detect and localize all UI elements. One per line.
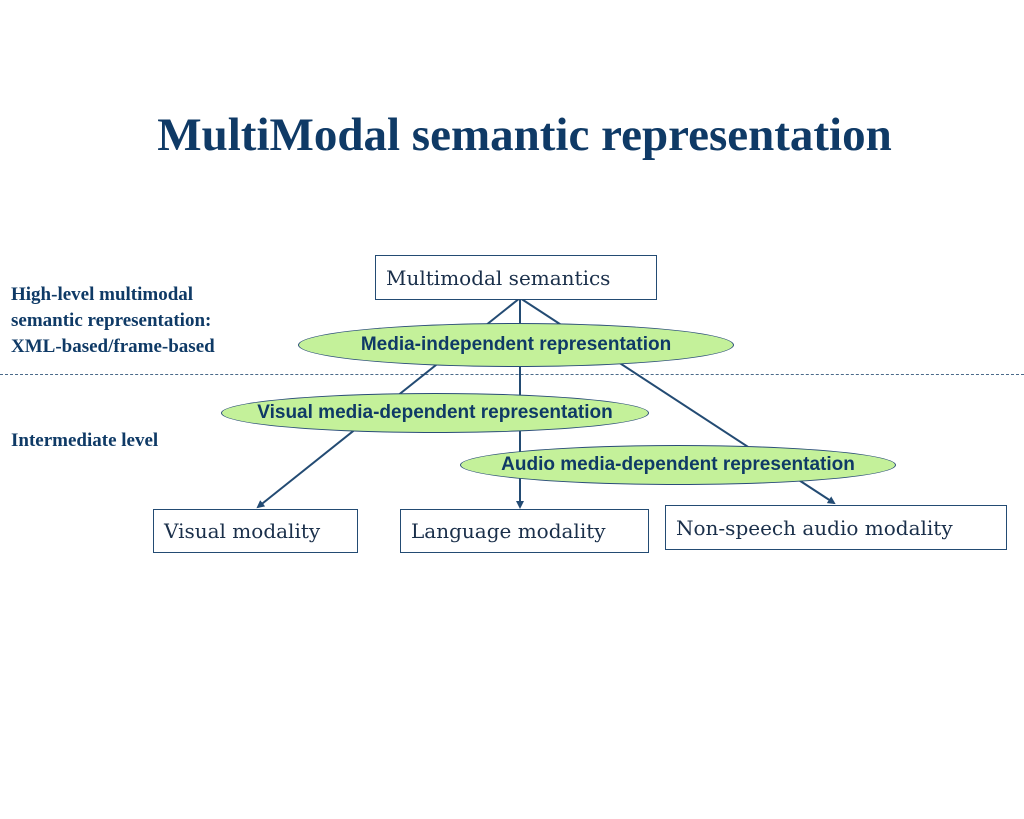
language-modality-node: Language modality bbox=[400, 509, 649, 553]
intermediate-level-label: Intermediate level bbox=[11, 430, 159, 451]
multimodal-semantics-node: Multimodal semantics bbox=[375, 255, 657, 300]
high-level-label-line-3: XML-based/frame-based bbox=[11, 336, 215, 357]
slide-title: MultiModal semantic representation bbox=[157, 109, 892, 161]
media-independent-ellipse: Media-independent representation bbox=[298, 323, 734, 367]
high-level-label-line-2: semantic representation: bbox=[11, 310, 212, 331]
high-level-label-line-1: High-level multimodal bbox=[11, 284, 194, 305]
audio-modality-node: Non-speech audio modality bbox=[665, 505, 1007, 550]
level-divider bbox=[0, 374, 1024, 375]
visual-modality-node: Visual modality bbox=[153, 509, 358, 553]
visual-media-dependent-ellipse: Visual media-dependent representation bbox=[221, 393, 649, 433]
audio-media-dependent-ellipse: Audio media-dependent representation bbox=[460, 445, 896, 485]
high-level-label: High-level multimodal semantic represent… bbox=[11, 282, 291, 360]
